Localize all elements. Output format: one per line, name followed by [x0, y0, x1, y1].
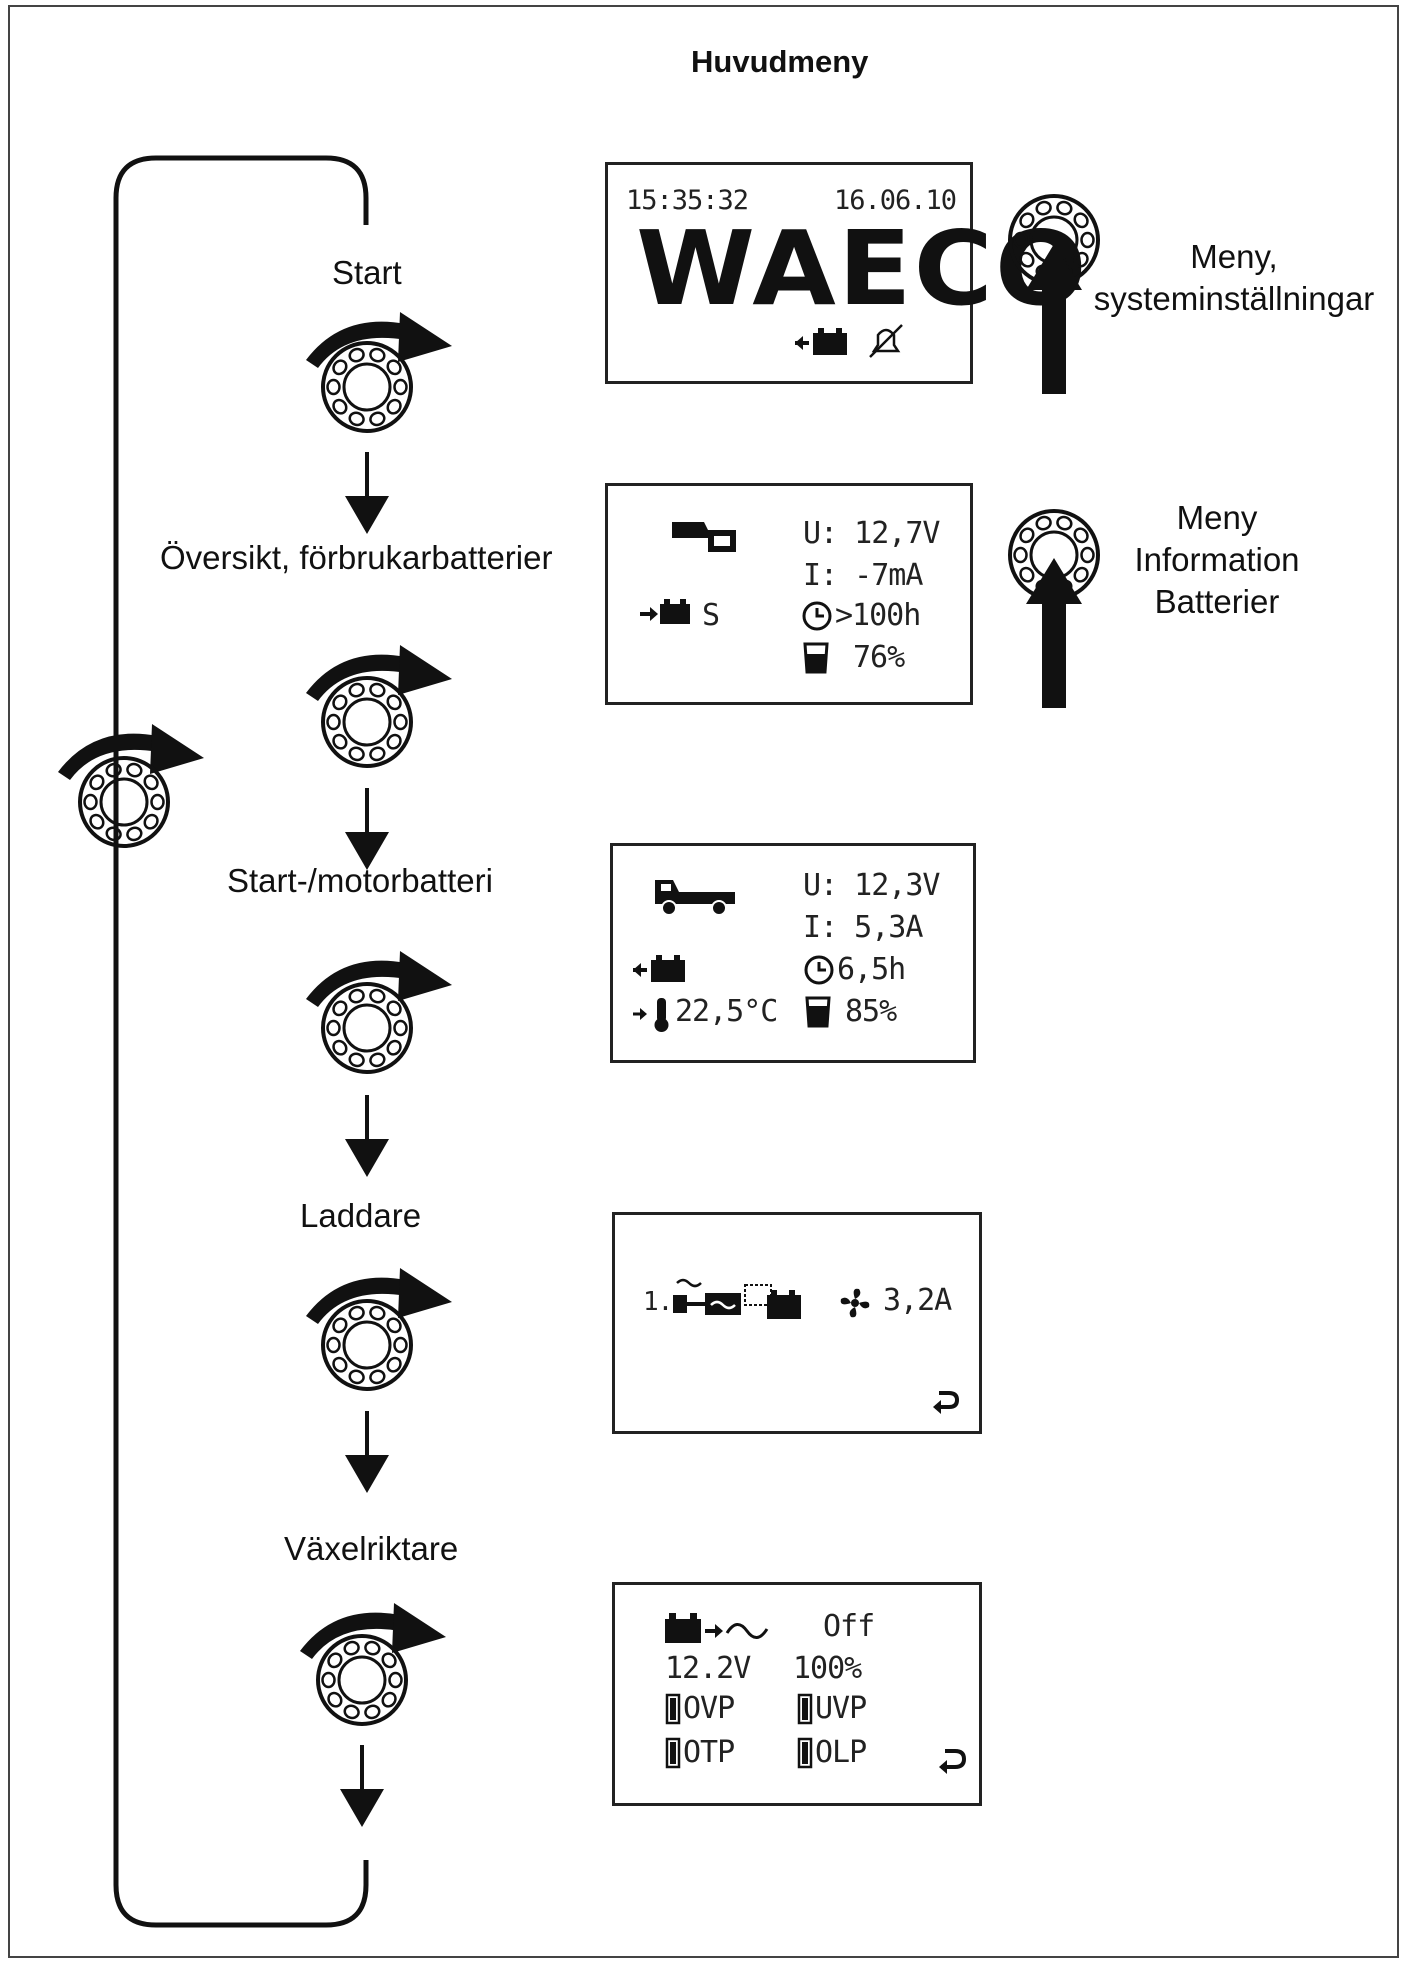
inverter-flag-ovp: OVP [683, 1691, 735, 1726]
clock-time: 15:35:32 [626, 185, 749, 216]
arrow-down-icon [345, 1411, 389, 1493]
starter-temperature: 22,5°C [675, 994, 778, 1029]
lcd-screen-consumer-batteries: U: 12,7V I: -7mA S >100h 76% [605, 483, 973, 705]
charge-level-icon [803, 642, 829, 674]
side-label-system-settings: Meny, systeminställningar [1084, 236, 1384, 320]
knob-icon [321, 341, 413, 433]
consumer-runtime: >100h [835, 598, 921, 633]
flag-indicator-icon-uvp [797, 1693, 813, 1725]
lcd-screen-start: 15:35:32 16.06.10 WAECO [605, 162, 1087, 384]
arrow-up-icon [1026, 244, 1082, 394]
knob-icon [321, 982, 413, 1074]
consumer-current: I: -7mA [803, 558, 923, 593]
arrow-up-icon [1026, 558, 1082, 708]
rotate-arrow-icon [306, 951, 452, 1007]
step-label-starter-battery: Start-/motorbatteri [227, 862, 493, 899]
inverter-state: Off [823, 1609, 875, 1644]
knob-icon [321, 676, 413, 768]
battery-arrow-left-icon-2 [633, 955, 685, 982]
caravan-icon [672, 522, 736, 552]
flag-indicator-icon-otp [665, 1737, 681, 1769]
step-label-charger: Laddare [300, 1197, 422, 1234]
side-label-line: Batterier [1154, 583, 1280, 620]
knob-icon [316, 1634, 408, 1726]
flag-indicator-icon-ovp [665, 1693, 681, 1725]
truck-icon [655, 880, 735, 916]
rotate-arrow-icon [306, 1268, 452, 1324]
consumer-voltage: U: 12,7V [803, 516, 940, 551]
inverter-voltage: 12.2V [665, 1651, 751, 1686]
starter-current: I: 5,3A [803, 910, 923, 945]
rotate-arrow-icon [306, 645, 452, 701]
lcd-screen-inverter: Off 12.2V 100% OVP UVP OTP OLP [612, 1582, 982, 1806]
battery-arrow-right-icon [640, 599, 690, 624]
arrow-down-icon [345, 1095, 389, 1177]
rotate-arrow-icon [300, 1603, 446, 1659]
charge-level-icon-2 [805, 996, 831, 1028]
return-arrow-icon-2 [939, 1749, 967, 1774]
fan-icon [840, 1288, 870, 1318]
rotate-arrow-icon [58, 724, 204, 780]
side-label-line: systeminställningar [1093, 280, 1375, 317]
side-label-line: Information [1134, 541, 1300, 578]
starter-voltage: U: 12,3V [803, 868, 940, 903]
return-arrow-icon [933, 1391, 960, 1414]
arrow-down-icon [345, 788, 389, 870]
mains-charger-battery-icon [673, 1278, 801, 1319]
page-title: Huvudmeny [691, 44, 869, 79]
side-label-info-batteries: Meny Information Batterier [1112, 497, 1322, 623]
clock-icon [802, 601, 832, 631]
step-label-inverter: Växelriktare [284, 1530, 459, 1567]
step-label-start: Start [332, 254, 402, 291]
charger-index: 1. [643, 1287, 673, 1317]
arrow-down-icon [340, 1745, 384, 1827]
inverter-load: 100% [793, 1651, 862, 1686]
inverter-flag-uvp: UVP [815, 1691, 867, 1726]
step-label-consumer-batteries: Översikt, förbrukarbatterier [160, 539, 553, 576]
starter-charge: 85% [845, 994, 897, 1029]
thermometer-icon [633, 998, 669, 1032]
charger-current: 3,2A [883, 1283, 952, 1318]
flag-indicator-icon-olp [797, 1737, 813, 1769]
bell-muted-icon [869, 324, 903, 358]
side-label-line: Meny, [1190, 238, 1278, 275]
diagram-frame [8, 5, 1399, 1958]
clock-icon-2 [804, 955, 834, 985]
clock-date: 16.06.10 [834, 185, 957, 216]
consumer-battery-tag: S [702, 598, 720, 633]
rotate-arrow-icon [306, 312, 452, 368]
lcd-screen-charger: 1. 3,2A [612, 1212, 982, 1434]
knob-icon [321, 1299, 413, 1391]
consumer-charge: 76% [853, 640, 905, 675]
side-label-line: Meny [1176, 499, 1258, 536]
knob-icon [78, 756, 170, 848]
arrow-down-icon [345, 452, 389, 534]
battery-to-ac-icon [665, 1613, 769, 1643]
lcd-screen-starter-battery: U: 12,3V I: 5,3A 6,5h 22,5°C 85% [610, 843, 976, 1063]
battery-arrow-left-icon [795, 328, 847, 355]
inverter-flag-otp: OTP [683, 1735, 735, 1770]
starter-runtime: 6,5h [837, 952, 906, 987]
inverter-flag-olp: OLP [815, 1735, 867, 1770]
